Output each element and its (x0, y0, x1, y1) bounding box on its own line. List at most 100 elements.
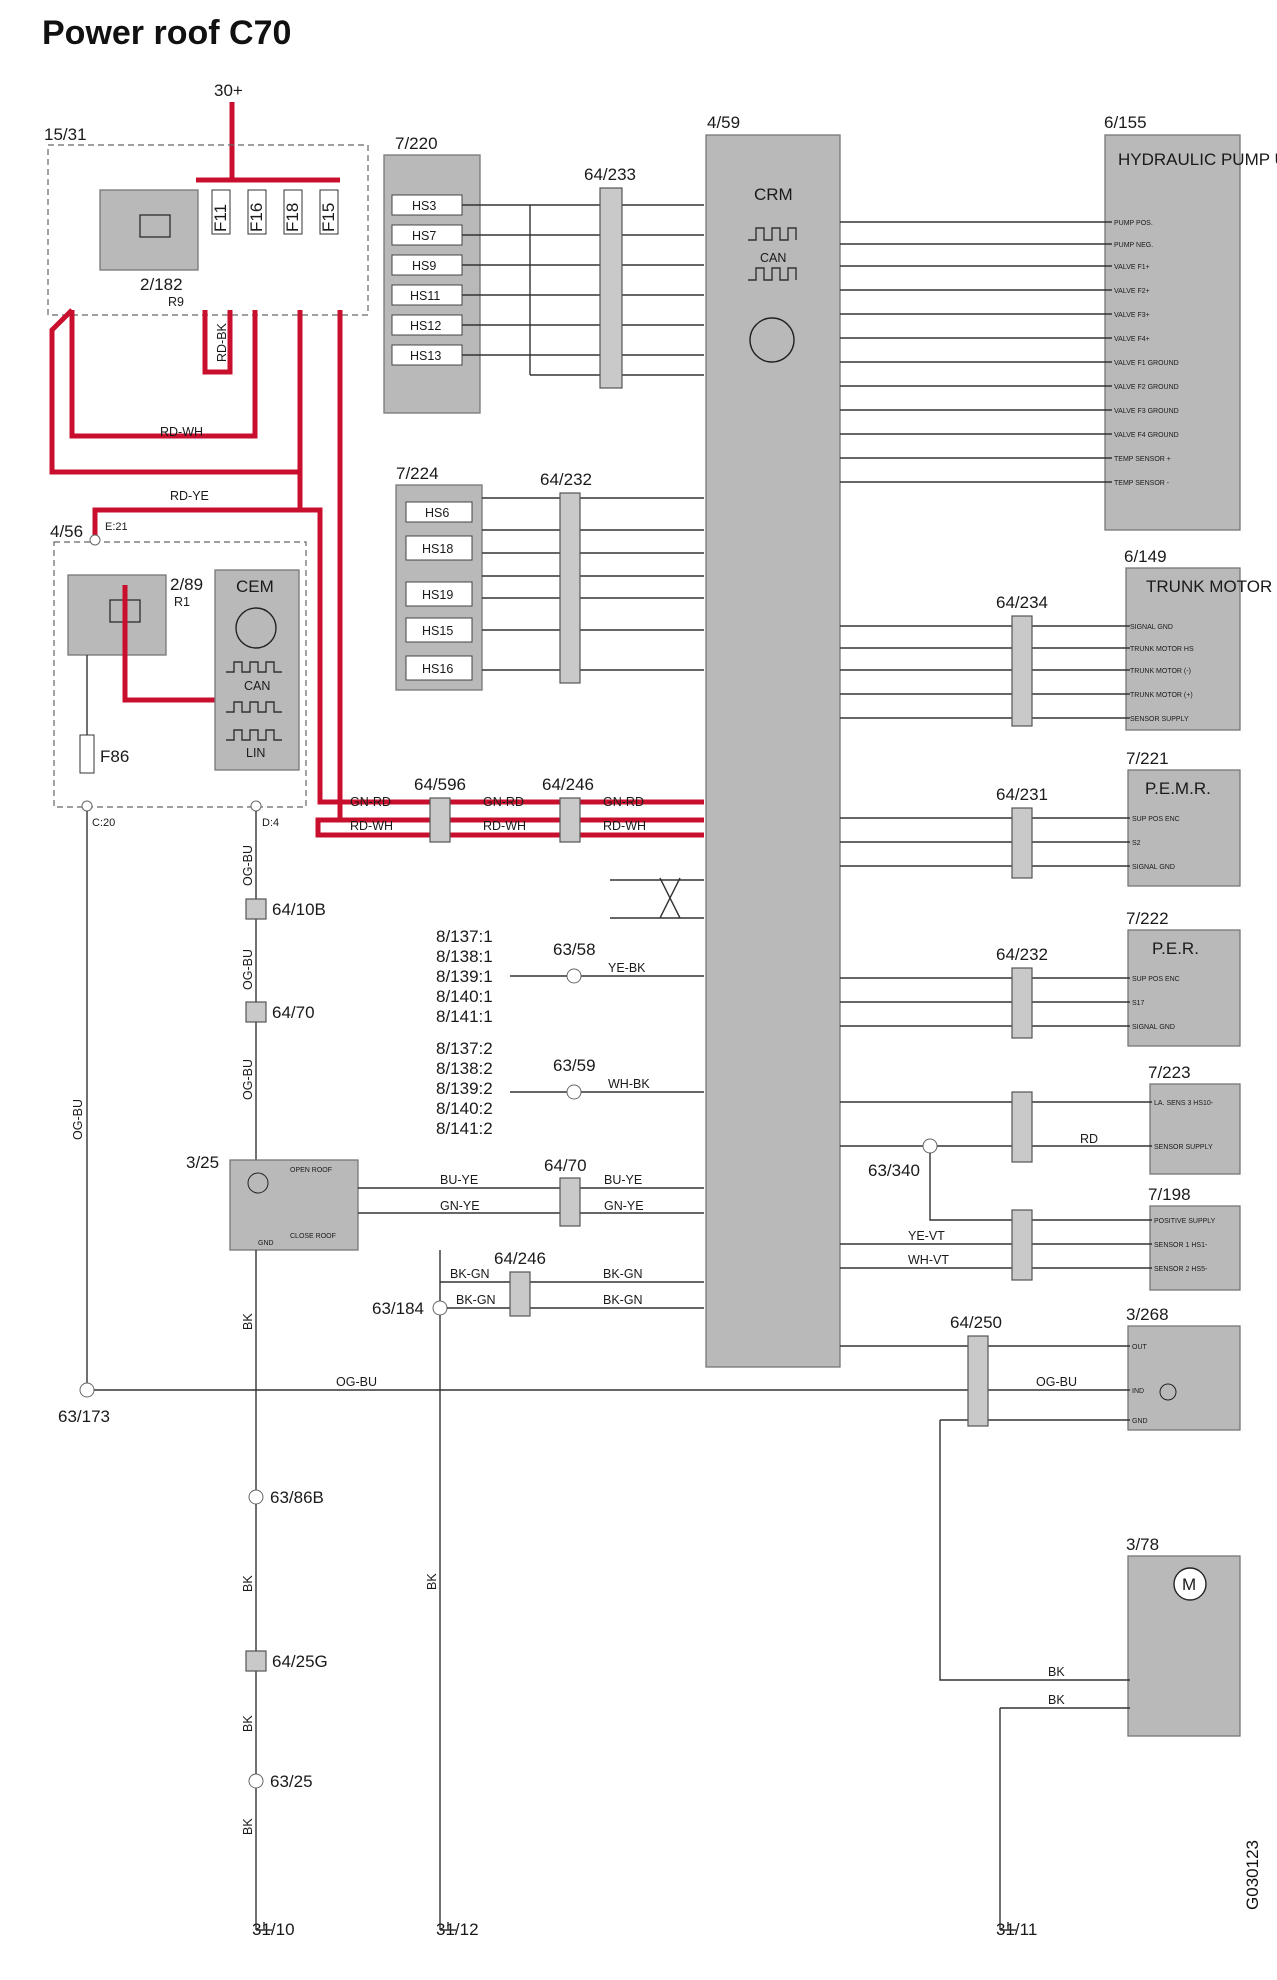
wire-label-gn-rd-1: GN-RD (350, 795, 391, 809)
wire-label-bu-ye-2: BU-YE (604, 1173, 642, 1187)
connector-64-10b-label: 64/10B (272, 900, 326, 919)
diag-ref-2-4: 8/140:2 (436, 1099, 493, 1118)
fuse-f11-label: F11 (211, 204, 230, 232)
switch-hs7-label: HS7 (412, 229, 436, 243)
fuse-f16 (247, 189, 267, 235)
fuse-f15-label: F15 (319, 203, 338, 232)
diag-refs-2: 8/137:2 8/138:2 8/139:2 8/140:2 8/141:2 (436, 1039, 493, 1138)
pemr-ref: 7/221 (1126, 749, 1169, 768)
wire-bundle-7-223 (840, 1101, 1152, 1147)
connector-64-231-label: 64/231 (996, 785, 1048, 804)
wire-rd-wh-loop (69, 310, 258, 439)
pemr-name: P.E.M.R. (1145, 779, 1211, 798)
connector-64-70b (559, 1177, 581, 1227)
crm-ref-label: 4/59 (707, 113, 740, 132)
splice-63-340 (922, 1138, 938, 1154)
page-title: Power roof C70 (42, 14, 292, 52)
connector-64-596 (429, 797, 451, 843)
relay-r1-sublabel: R1 (174, 595, 190, 609)
wire-bundle-pump (840, 221, 1112, 483)
wire-label-ye-vt: YE-VT (908, 1229, 945, 1243)
pin-e21-node (89, 534, 101, 546)
splice-63-25 (248, 1773, 264, 1789)
connector-64-25g (245, 1650, 267, 1672)
pump-pin-4: VALVE F2+ (1114, 288, 1150, 295)
trunk-pin-3: TRUNK MOTOR (-) (1130, 668, 1191, 675)
pemr-pin-1: SUP POS ENC (1132, 816, 1180, 823)
pump-pin-7: VALVE F1 GROUND (1114, 360, 1179, 367)
diag-ref-2-1: 8/137:2 (436, 1039, 493, 1058)
connector-7-198 (1011, 1209, 1033, 1281)
switch-hs13-label: HS13 (410, 349, 441, 363)
connector-64-234 (1011, 615, 1033, 727)
motor-symbol: M (1182, 1575, 1196, 1594)
wire-rd-wh-2 (315, 817, 704, 838)
connector-64-233 (599, 187, 623, 389)
per-unit (1127, 929, 1241, 1047)
cem-label: CEM (236, 577, 274, 596)
wire-relay-r1 (122, 585, 215, 703)
crm-transistor-icon (749, 317, 795, 363)
motor-3-78-ref: 3/78 (1126, 1535, 1159, 1554)
wire-label-bk-3: BK (241, 1715, 255, 1732)
connector-64-25g-label: 64/25G (272, 1652, 328, 1671)
switch-hs15-label: HS15 (422, 624, 453, 638)
trunk-pin-2: TRUNK MOTOR HS (1130, 646, 1194, 653)
wire-rd-bk (202, 310, 233, 375)
wire-label-rd-wh-2: RD-WH (483, 819, 526, 833)
splice-63-340-label: 63/340 (868, 1161, 920, 1180)
fuse-f15 (319, 189, 339, 235)
pin-c20-node (81, 800, 93, 812)
sensor-7-198 (1149, 1205, 1241, 1291)
switch-panel-7-220-label: 7/220 (395, 134, 438, 153)
cem-lin-wave-icon (226, 729, 282, 741)
splice-63-86b-label: 63/86B (270, 1488, 324, 1507)
connector-64-246b-label: 64/246 (494, 1249, 546, 1268)
fuse-bus (196, 170, 340, 183)
wire-label-og-bu-268: OG-BU (1036, 1375, 1077, 1389)
cem-transistor-icon (235, 607, 277, 649)
wire-label-bk-gn-3: BK-GN (603, 1267, 643, 1281)
per-ref: 7/222 (1126, 909, 1169, 928)
switch-3-268-pin-ind: IND (1132, 1388, 1144, 1395)
diag-ref-1-2: 8/138:1 (436, 947, 493, 966)
fuse-box-outline (47, 144, 369, 316)
pump-pin-3: VALVE F1+ (1114, 264, 1150, 271)
connector-7-223 (1011, 1091, 1033, 1163)
splice-63-184 (432, 1300, 448, 1316)
hydraulic-pump-pins: PUMP POS. PUMP NEG. VALVE F1+ VALVE F2+ … (1114, 220, 1179, 487)
wire-label-bk-1: BK (241, 1313, 255, 1330)
wire-label-og-bu-1: OG-BU (241, 845, 255, 886)
relay-r9-body (99, 189, 199, 271)
pump-pin-5: VALVE F3+ (1114, 312, 1150, 319)
switch-hs6 (405, 501, 473, 523)
fuse-f16-label: F16 (247, 203, 266, 232)
wire-label-wh-bk: WH-BK (608, 1077, 650, 1091)
fuse-group: F11 F16 F18 F15 (211, 189, 339, 235)
wire-label-rd-wh-top: RD-WH (160, 425, 203, 439)
connector-64-250 (967, 1335, 989, 1427)
diag-ref-2-2: 8/138:2 (436, 1059, 493, 1078)
cem-module (214, 569, 300, 771)
sensor-7-223-pin-2: SENSOR SUPPLY (1154, 1144, 1213, 1151)
wire-label-gn-ye: GN-YE (440, 1199, 480, 1213)
switch-3-268-ref: 3/268 (1126, 1305, 1169, 1324)
wire-bundle-per (840, 977, 1130, 1027)
pump-pin-10: VALVE F4 GROUND (1114, 432, 1179, 439)
wire-label-bk-gn-2: BK-GN (456, 1293, 496, 1307)
pump-pin-1: PUMP POS. (1114, 220, 1153, 227)
roof-switch-label: 3/25 (186, 1153, 219, 1172)
wire-motor-bk (939, 1420, 1130, 1930)
hydraulic-pump-name: HYDRAULIC PUMP UNIT (1118, 150, 1277, 169)
trunk-motor (1125, 567, 1241, 731)
connector-64-70b-label: 64/70 (544, 1156, 587, 1175)
sensor-7-198-pin-3: SENSOR 2 HS5- (1154, 1266, 1208, 1273)
switch-hs18-label: HS18 (422, 542, 453, 556)
switch-hs15 (405, 617, 473, 643)
sensor-7-223 (1149, 1083, 1241, 1175)
relay-r9-sublabel: R9 (168, 295, 184, 309)
wire-label-rd-wh-3: RD-WH (603, 819, 646, 833)
pemr-pin-2: S2 (1132, 840, 1141, 847)
wire-label-bk-2: BK (241, 1575, 255, 1592)
wire-label-bu-ye: BU-YE (440, 1173, 478, 1187)
